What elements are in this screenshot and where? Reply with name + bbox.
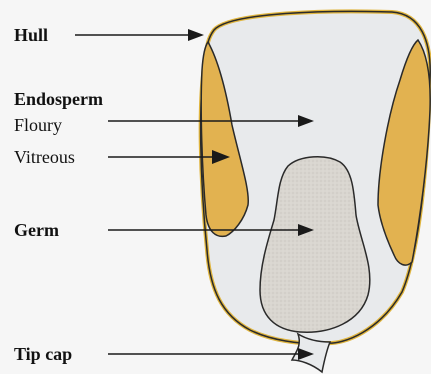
label-vitreous: Vitreous [14, 146, 75, 168]
label-floury: Floury [14, 114, 62, 136]
arrow-tip-cap [108, 348, 314, 360]
label-tip-cap: Tip cap [14, 343, 72, 365]
label-endosperm: Endosperm [14, 88, 103, 110]
label-germ: Germ [14, 219, 59, 241]
arrow-hull [75, 29, 204, 41]
label-hull: Hull [14, 24, 48, 46]
